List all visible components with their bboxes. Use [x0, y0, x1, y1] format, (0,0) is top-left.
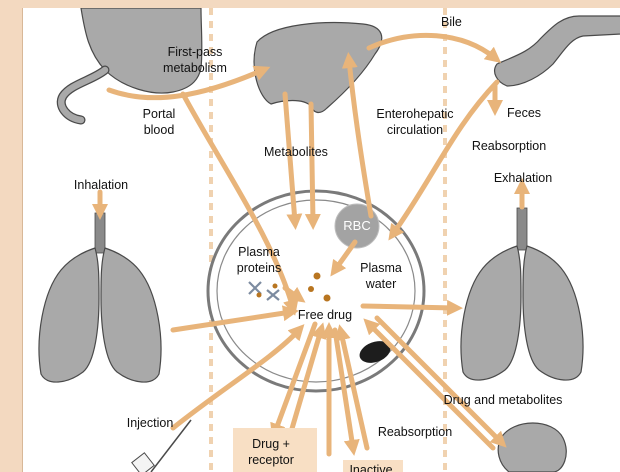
free-drug-label: Free drug [298, 308, 352, 322]
exhalation-label: Exhalation [494, 171, 552, 185]
reabsorption-bottom-label: Reabsorption [378, 425, 452, 439]
drug-receptor-label-line1: Drug + [252, 437, 290, 451]
portal-label-line1: Portal [143, 107, 176, 121]
rbc-label: RBC [343, 218, 370, 233]
reabsorption-top-label: Reabsorption [472, 139, 546, 153]
arrow-enterohepatic [349, 60, 371, 216]
plasma-proteins-label-line2: proteins [237, 261, 281, 275]
lungs-icon-right [461, 208, 583, 380]
arrow-free-drug-to-lungs [363, 306, 455, 308]
inactive-label: Inactive [349, 463, 392, 472]
inhalation-label: Inhalation [74, 178, 128, 192]
plasma-water-label-line2: water [365, 277, 397, 291]
first-pass-label-line2: metabolism [163, 61, 227, 75]
metabolites-label: Metabolites [264, 145, 328, 159]
portal-label-line2: blood [144, 123, 175, 137]
diagram-canvas: First-pass metabolism Portal blood Bile … [23, 8, 620, 472]
intestine-icon [495, 16, 620, 86]
pharmacokinetics-diagram: First-pass metabolism Portal blood Bile … [22, 8, 620, 472]
enterohepatic-label-line2: circulation [387, 123, 443, 137]
kidney-icon [498, 423, 566, 472]
feces-label: Feces [507, 106, 541, 120]
first-pass-label-line1: First-pass [168, 45, 223, 59]
injection-label: Injection [127, 416, 174, 430]
drug-metabolites-label: Drug and metabolites [444, 393, 563, 407]
plasma-water-label-line1: Plasma [360, 261, 402, 275]
arrow-liver-metabolites-2 [311, 104, 313, 222]
bile-label: Bile [441, 15, 462, 29]
plasma-proteins-label-line1: Plasma [238, 245, 280, 259]
arrow-liver-to-intestine [369, 35, 495, 58]
liver-icon [254, 23, 382, 113]
drug-receptor-label-line2: receptor [248, 453, 294, 467]
enterohepatic-label-line1: Enterohepatic [376, 107, 453, 121]
lungs-icon-left [39, 213, 161, 382]
